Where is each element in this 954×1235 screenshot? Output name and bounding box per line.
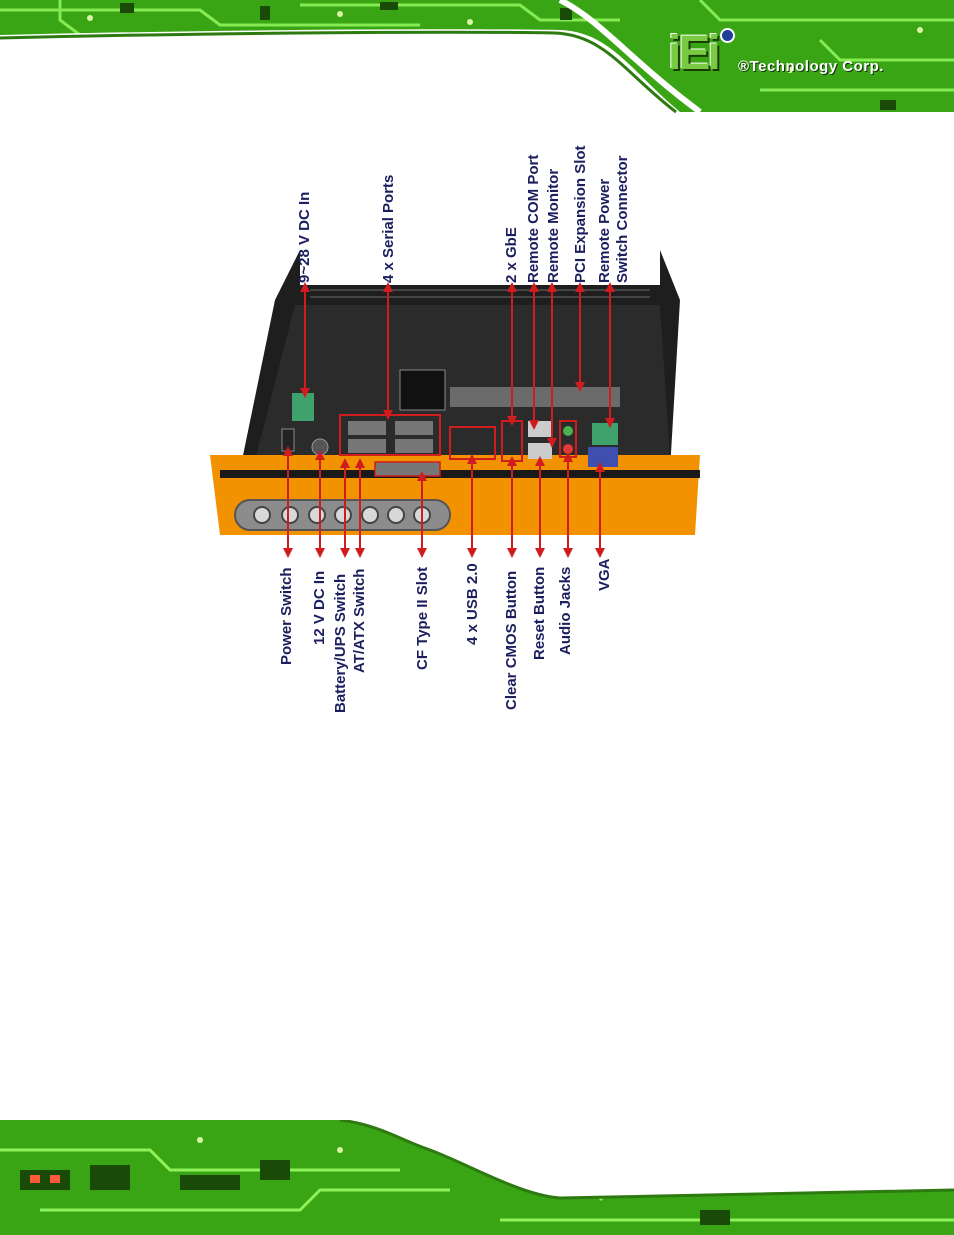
label-clear-cmos: Clear CMOS Button	[503, 570, 520, 710]
label-audio-jacks: Audio Jacks	[557, 566, 574, 655]
label-cf-slot: CF Type II Slot	[414, 566, 431, 670]
label-gbe: 2 x GbE	[503, 227, 520, 283]
label-12v-dc-in: 12 V DC In	[311, 570, 328, 645]
company-name: ®Technology Corp.	[738, 58, 884, 75]
label-dc-in: 9~28 V DC In	[296, 191, 313, 283]
label-remote-monitor: Remote Monitor	[545, 168, 562, 283]
label-battery-ups-switch: Battery/UPS Switch	[332, 573, 349, 713]
circuit-board-header-graphic	[0, 0, 954, 118]
label-vga: VGA	[596, 558, 613, 591]
label-at-atx-switch: AT/ATX Switch	[351, 568, 368, 673]
label-reset-button: Reset Button	[531, 566, 548, 660]
label-remote-com: Remote COM Port	[525, 154, 542, 283]
label-remote-power-line1: Remote Power	[596, 178, 613, 283]
label-pci-slot: PCI Expansion Slot	[572, 145, 589, 283]
label-serial-ports: 4 x Serial Ports	[380, 174, 397, 283]
header-circuit-band: iEi ®Technology Corp.	[0, 0, 954, 118]
circuit-board-footer-graphic	[0, 1120, 954, 1235]
device-rear-panel-diagram: 9~28 V DC In 4 x Serial Ports 2 x GbE Re…	[200, 125, 740, 725]
label-usb: 4 x USB 2.0	[464, 563, 481, 645]
iei-logo: iEi ®Technology Corp.	[664, 26, 926, 86]
logo-dot	[720, 28, 735, 43]
label-remote-power-line2: Switch Connector	[614, 155, 631, 283]
label-power-switch: Power Switch	[278, 567, 295, 665]
footer-circuit-band	[0, 1120, 954, 1235]
device-illustration	[210, 250, 700, 558]
logo-mark: iEi	[668, 27, 721, 80]
